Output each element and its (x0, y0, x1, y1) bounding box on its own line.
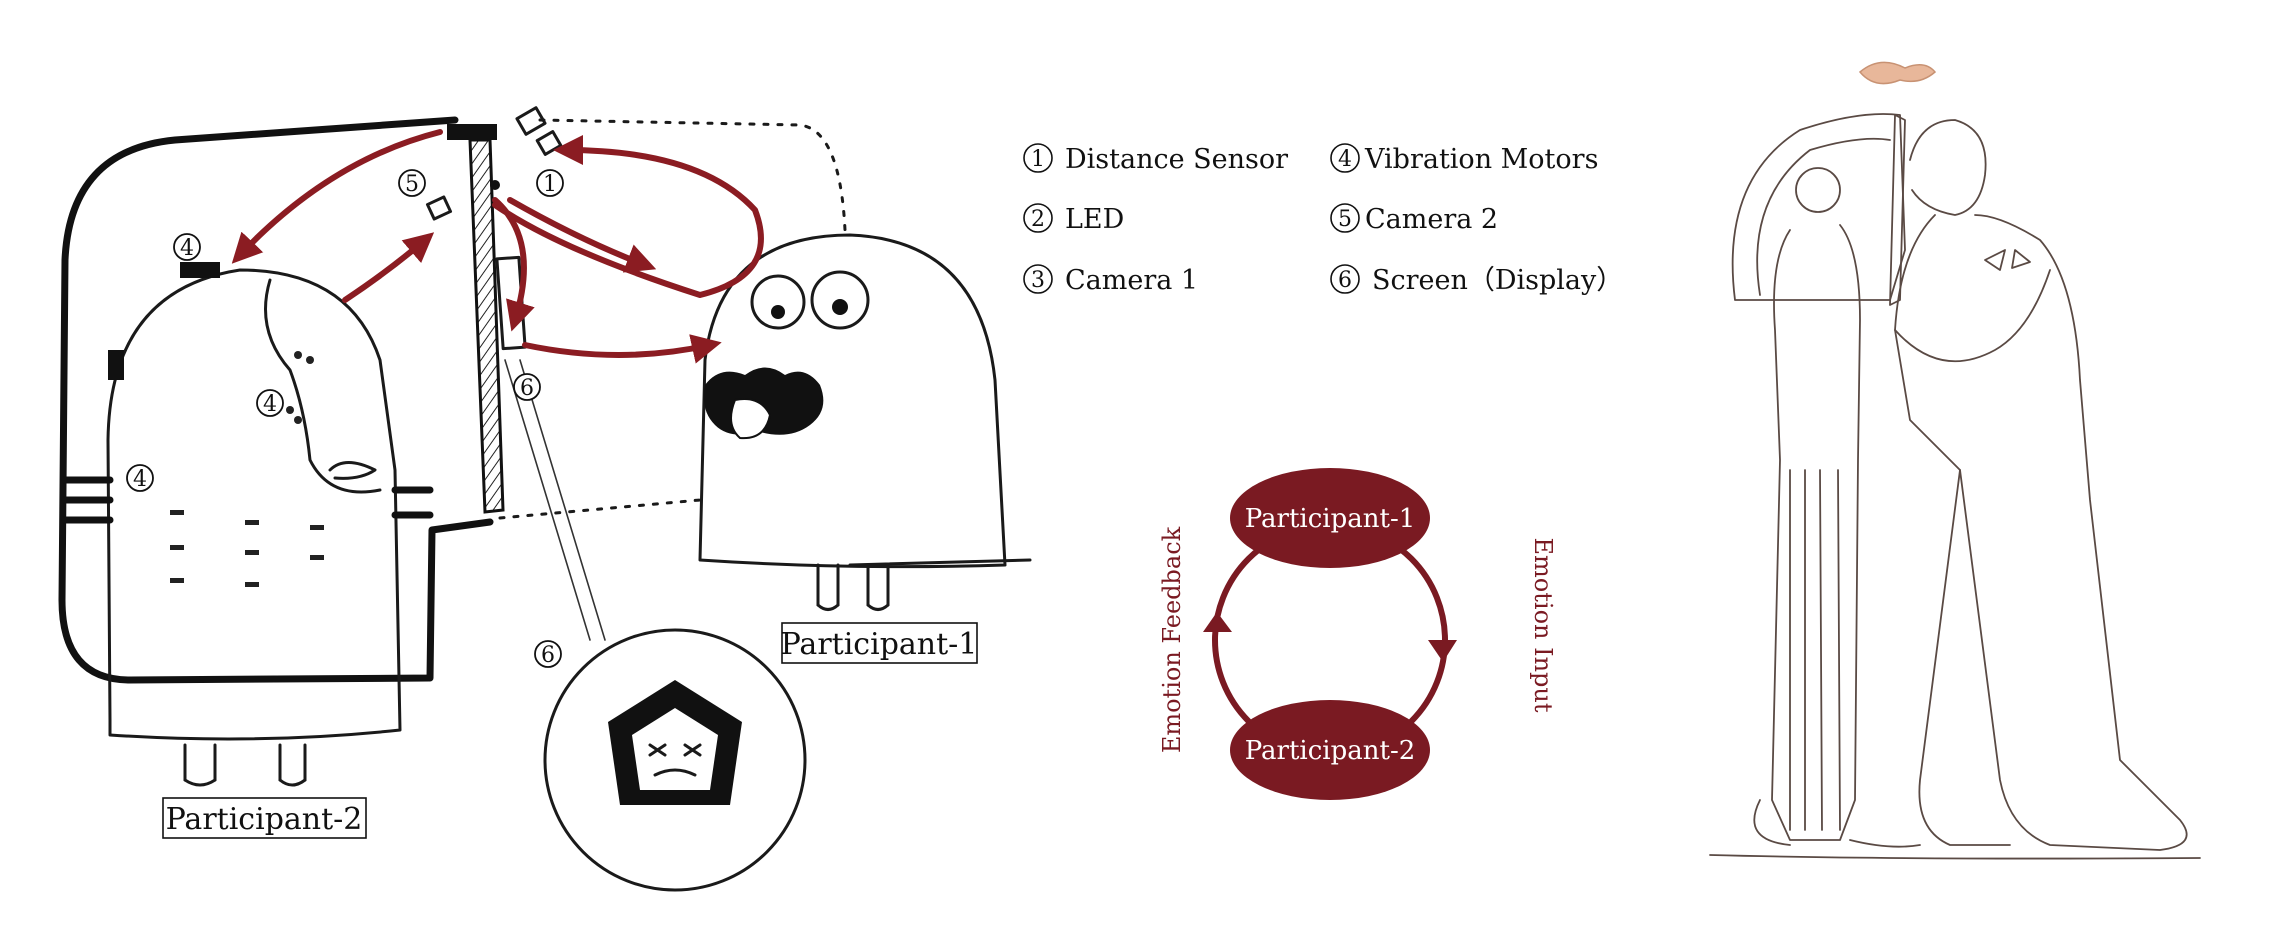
svg-text:1: 1 (543, 172, 557, 197)
figure-sketch (1709, 61, 2201, 860)
svg-text:Participant-1: Participant-1 (781, 627, 978, 662)
svg-text:4: 4 (263, 392, 277, 417)
left-figure-pleats (1789, 469, 1841, 831)
svg-text:6: 6 (520, 376, 534, 401)
right-figure-body (1894, 214, 2188, 851)
device-top-block (447, 124, 497, 140)
right-figure-legs (1918, 469, 2011, 846)
marker-4-mid: 4 (256, 389, 284, 417)
legend-item-led: 2 LED (1023, 203, 1124, 235)
svg-text:Participant-1: Participant-1 (1245, 504, 1416, 534)
right-figure-head (1909, 119, 1987, 216)
right-figure-bowtie (1984, 249, 2031, 271)
arrow-sensor-loop (492, 135, 764, 298)
screen-divider (1889, 114, 1906, 306)
svg-text:4: 4 (180, 236, 194, 261)
marker-6-zoom: 6 (534, 640, 562, 668)
svg-text:4: 4 (1338, 147, 1352, 172)
participant-2-body (106, 268, 402, 741)
cycle-arrow-right (1428, 640, 1457, 662)
partition-wall (468, 138, 505, 514)
svg-text:5: 5 (1338, 207, 1352, 232)
arrow-screen-to-participant-1 (522, 334, 722, 364)
zoom-line-2 (519, 359, 606, 641)
svg-text:Camera 1: Camera 1 (1065, 265, 1198, 296)
device-sketch (58, 106, 1032, 892)
participant-2-foot-left (183, 778, 217, 787)
svg-text:1: 1 (1031, 147, 1045, 172)
floating-blob (1858, 61, 1937, 85)
arrow-to-screen (492, 197, 535, 332)
marker-4-top: 4 (173, 233, 201, 261)
camera-2-box (425, 195, 453, 221)
participant-1-pupil-right (832, 299, 848, 315)
participant-1-pupil-left (771, 305, 785, 319)
left-figure-feet (1753, 799, 1921, 848)
marker-6-screen: 6 (513, 373, 541, 401)
camera-1-box (515, 106, 547, 136)
motor-side (108, 350, 124, 380)
participant-2-nose (328, 461, 377, 480)
svg-text:4: 4 (133, 467, 147, 492)
motor-top (180, 262, 220, 278)
svg-text:Camera 2: Camera 2 (1365, 204, 1498, 235)
distance-sensor-dot (490, 180, 500, 190)
svg-text:6: 6 (541, 643, 555, 668)
motor-marks (170, 351, 324, 587)
participant-1-label: Participant-1 (781, 622, 978, 664)
svg-text:2: 2 (1031, 207, 1045, 232)
svg-text:Participant-2: Participant-2 (1245, 736, 1416, 766)
svg-text:5: 5 (405, 172, 419, 197)
left-figure-body (1771, 224, 1861, 841)
zoom-face (632, 708, 718, 790)
participant-2-face-cut (264, 278, 382, 494)
participant-1-foot-left (816, 603, 840, 611)
enclosure-bottom-dots (498, 498, 702, 520)
participant-1-eye-right (810, 270, 870, 330)
svg-text:Distance Sensor: Distance Sensor (1065, 144, 1288, 175)
marker-5: 5 (398, 169, 426, 197)
arrow-face-to-camera2 (342, 232, 435, 303)
zoom-line-1 (504, 359, 591, 641)
marker-1: 1 (536, 169, 564, 197)
svg-text:3: 3 (1031, 268, 1045, 293)
svg-text:Screen（Display）: Screen（Display） (1372, 265, 1623, 296)
svg-text:LED: LED (1065, 204, 1124, 235)
legend-item-screen: 6 Screen（Display） (1330, 264, 1623, 296)
cycle-arrow-left (1203, 612, 1232, 632)
ground-line (1709, 854, 2201, 860)
cycle-label-emotion-input: Emotion Input (1529, 538, 1557, 713)
node-participant-2: Participant-2 (1230, 700, 1430, 800)
node-participant-1: Participant-1 (1230, 468, 1430, 568)
dome-outline (1731, 113, 1906, 301)
zoom-face-expression (648, 743, 702, 777)
sketch-markers: 1 5 4 4 4 6 6 (126, 169, 564, 668)
participant-1-eye-left (750, 274, 806, 330)
participant-2-foot-right (278, 778, 307, 787)
svg-text:Participant-2: Participant-2 (166, 802, 363, 837)
participant-1-foot-right (866, 603, 890, 611)
legend-item-distance-sensor: 1 Distance Sensor (1023, 143, 1288, 175)
legend-item-camera-2: 5 Camera 2 (1330, 203, 1498, 235)
legend-item-camera-1: 3 Camera 1 (1023, 264, 1198, 296)
camera-1-lens (535, 130, 563, 156)
dome-inner (1756, 137, 1891, 296)
marker-4-left: 4 (126, 464, 154, 492)
svg-text:Vibration Motors: Vibration Motors (1364, 144, 1598, 175)
zoom-circle (543, 628, 807, 892)
enclosure-right-edge (848, 558, 1032, 567)
participant-1-tongue (730, 398, 772, 440)
arrow-sensor-forward (507, 197, 657, 273)
svg-text:6: 6 (1338, 268, 1352, 293)
arrow-top-to-motor (231, 129, 443, 264)
legend: 1 Distance Sensor 4 Vibration Motors 2 L… (1023, 143, 1623, 296)
participant-2-label: Participant-2 (162, 797, 367, 839)
emotion-cycle: Participant-1 Participant-2 Emotion Feed… (1158, 468, 1557, 800)
right-figure-arm (1894, 269, 2051, 363)
legend-item-vibration-motors: 4 Vibration Motors (1330, 143, 1598, 175)
cycle-label-emotion-feedback: Emotion Feedback (1158, 526, 1186, 753)
left-figure-head (1795, 167, 1841, 213)
enclosure-top-right (538, 118, 847, 232)
